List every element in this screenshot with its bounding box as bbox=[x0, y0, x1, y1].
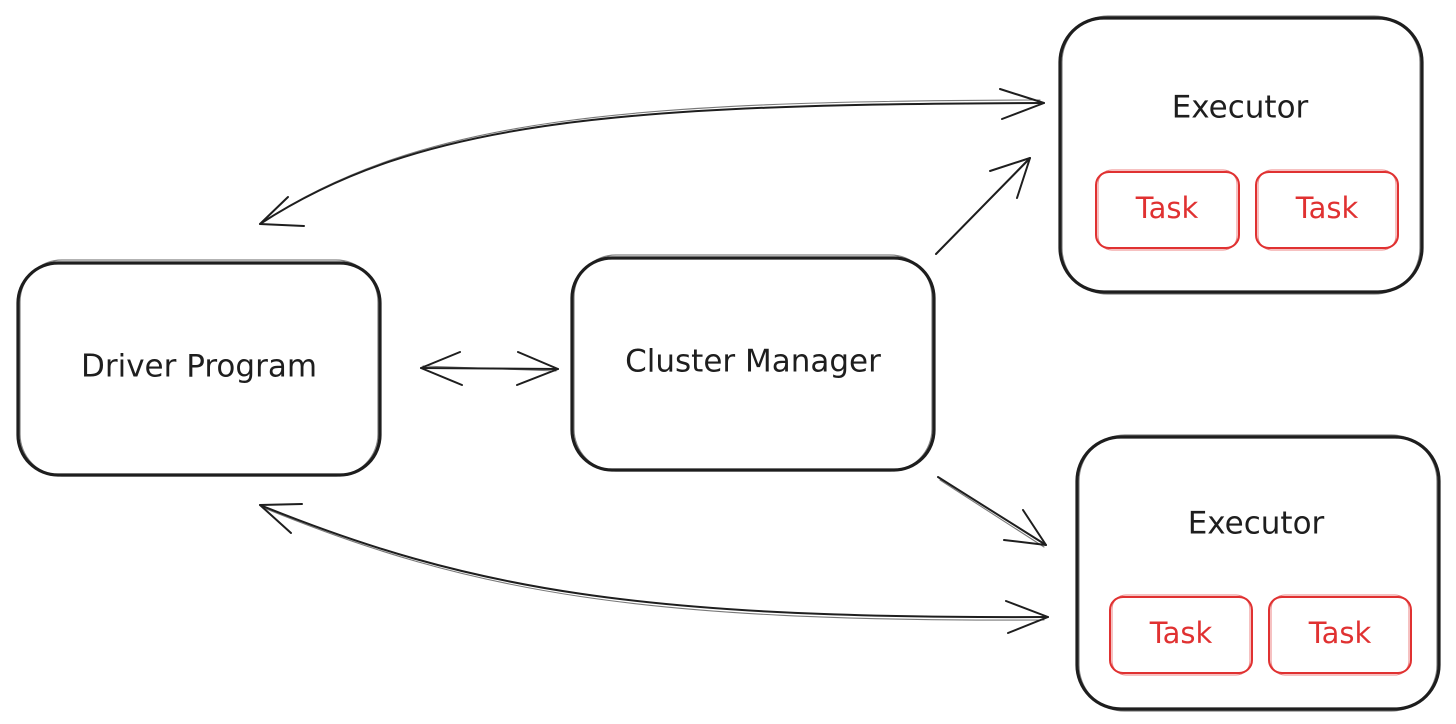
arrow-cluster-manager-executor-2 bbox=[937, 476, 1047, 548]
driver-program-node: Driver Program bbox=[16, 259, 382, 477]
task-box-1-1: Task bbox=[1095, 169, 1240, 251]
task-box-1-2: Task bbox=[1255, 169, 1399, 251]
arrow-driver-executor-2 bbox=[259, 503, 1049, 634]
task-box-2-2: Task bbox=[1268, 594, 1412, 676]
executor-label-2: Executor bbox=[1188, 506, 1325, 542]
task-box-2-1: Task bbox=[1109, 594, 1253, 676]
cluster-manager-node: Cluster Manager bbox=[570, 254, 936, 472]
executor-label-1: Executor bbox=[1172, 90, 1309, 126]
arrow-driver-cluster-manager bbox=[420, 351, 559, 386]
task-label: Task bbox=[1295, 191, 1359, 225]
arrow-driver-executor-1 bbox=[259, 88, 1045, 227]
executor-node-1: Executor Task Task bbox=[1058, 15, 1424, 295]
arrow-cluster-manager-executor-1 bbox=[935, 157, 1031, 255]
task-label: Task bbox=[1149, 616, 1213, 650]
task-label: Task bbox=[1308, 616, 1372, 650]
executor-node-2: Executor Task Task bbox=[1075, 434, 1441, 712]
task-label: Task bbox=[1135, 191, 1199, 225]
driver-program-label: Driver Program bbox=[81, 349, 317, 385]
cluster-manager-label: Cluster Manager bbox=[625, 344, 881, 380]
